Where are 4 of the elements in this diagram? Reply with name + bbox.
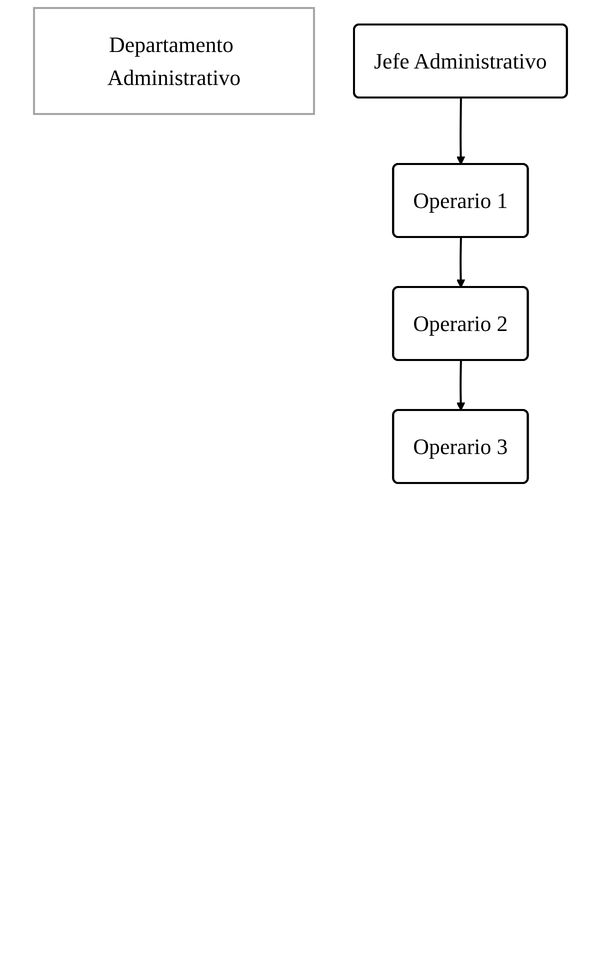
- arrow: [456, 237, 466, 288]
- arrow: [456, 98, 466, 165]
- arrow: [456, 360, 466, 411]
- node-box: Departamento Administrativo: [33, 7, 316, 115]
